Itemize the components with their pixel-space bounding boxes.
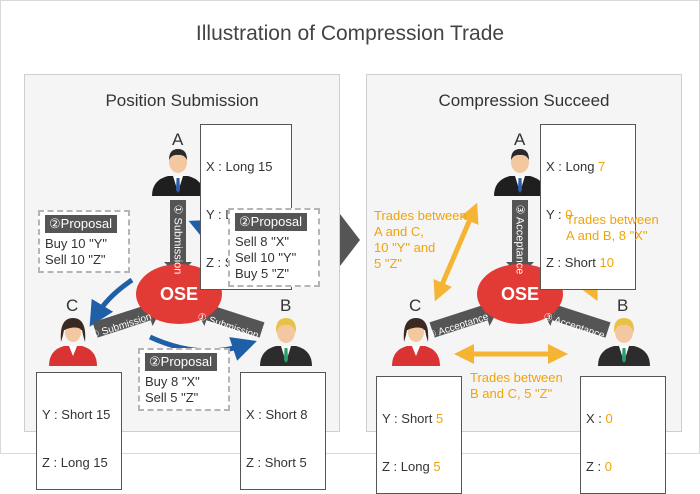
- proposal-tag-a: ②Proposal: [235, 213, 307, 231]
- acceptance-label-a: ③ Acceptance: [513, 204, 526, 274]
- proposal-tag-c: ②Proposal: [45, 215, 117, 233]
- participant-a-letter: A: [172, 130, 184, 149]
- proposal-tag-b: ②Proposal: [145, 353, 217, 371]
- person-b-icon: [260, 318, 312, 366]
- trade-arrow-ac: [433, 202, 479, 302]
- person-c-icon-right: [392, 318, 440, 366]
- result-box-a: X : Long 7 Y : 0 Z : Short 10: [540, 124, 636, 290]
- proposal-box-b: ②Proposal Buy 8 "X" Sell 5 "Z": [138, 348, 230, 411]
- result-box-c: Y : Short 5 Z : Long 5: [376, 376, 462, 494]
- participant-c-letter: C: [66, 296, 79, 315]
- next-step-chevron-icon: [340, 214, 360, 266]
- proposal-box-c: ②Proposal Buy 10 "Y" Sell 10 "Z": [38, 210, 130, 273]
- trade-label-ac: Trades between A and C, 10 "Y" and 5 "Z": [374, 208, 467, 271]
- person-c-icon: [49, 318, 97, 366]
- figure-title: Illustration of Compression Trade: [195, 22, 505, 45]
- position-box-b: X : Short 8 Z : Short 5: [240, 372, 326, 490]
- person-a-icon-right: [494, 149, 546, 196]
- panel-title-right: Compression Succeed: [438, 91, 610, 110]
- trade-label-bc: Trades between B and C, 5 "Z": [470, 370, 563, 401]
- participant-b-letter: B: [280, 296, 292, 315]
- participant-b-letter-right: B: [617, 296, 629, 315]
- proposal-box-a: ②Proposal Sell 8 "X" Sell 10 "Y" Buy 5 "…: [228, 208, 320, 287]
- proposal-flow-arrow-left: [89, 277, 134, 327]
- position-box-c: Y : Short 15 Z : Long 15: [36, 372, 122, 490]
- result-box-b: X : 0 Z : 0: [580, 376, 666, 494]
- person-b-icon-right: [598, 318, 650, 366]
- participant-c-letter-right: C: [409, 296, 422, 315]
- trade-label-ab: Trades between A and B, 8 "X": [566, 212, 659, 243]
- participant-a-letter-right: A: [514, 130, 526, 149]
- person-a-icon: [152, 149, 204, 196]
- panel-title-left: Position Submission: [105, 91, 259, 110]
- submission-label-a: ① Submission: [171, 204, 184, 274]
